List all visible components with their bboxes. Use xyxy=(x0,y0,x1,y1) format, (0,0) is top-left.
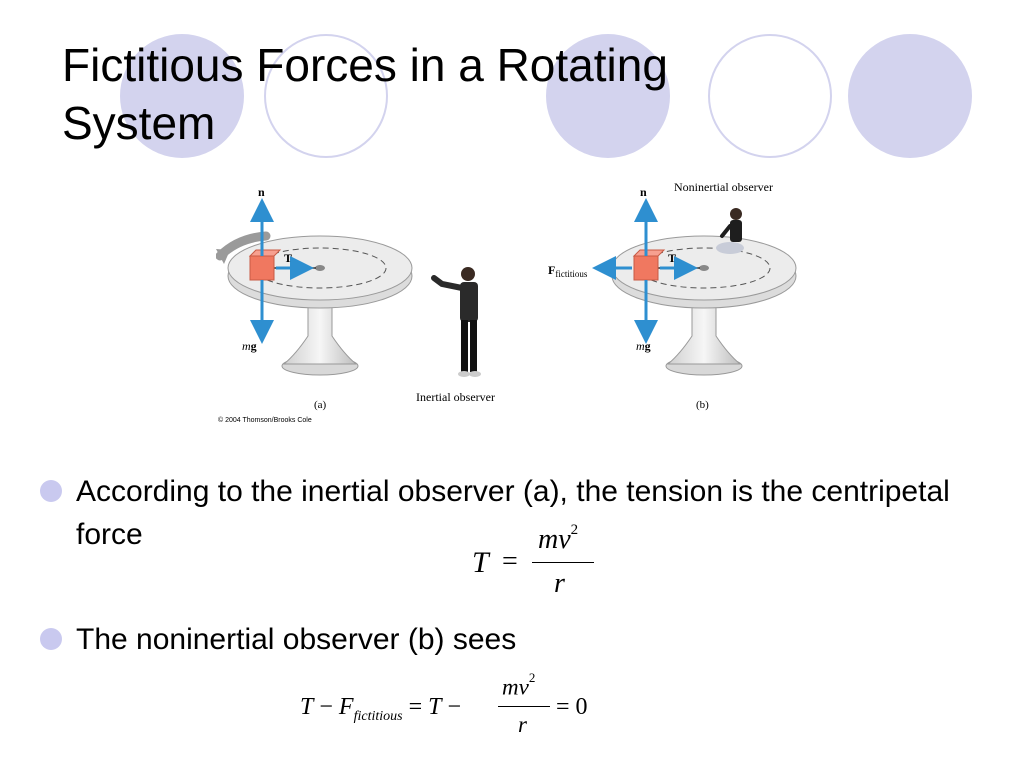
copyright-text: © 2004 Thomson/Brooks Cole xyxy=(218,416,312,424)
bullet-item-2: The noninertial observer (b) sees xyxy=(40,618,990,664)
panel-b: n T mg Ffictitious Noninertial observer … xyxy=(548,180,797,411)
bullet-text-2: The noninertial observer (b) sees xyxy=(76,623,517,656)
decorative-circle-5 xyxy=(848,34,972,158)
eq1-lhs: T xyxy=(472,546,489,579)
figure-svg: n T mg Inertial observer (a) xyxy=(216,180,797,424)
eq1-denominator: r xyxy=(554,568,565,599)
slide-title: Fictitious Forces in a Rotating System xyxy=(62,39,668,149)
label-mg-a: mg xyxy=(242,339,257,353)
inertial-observer-person xyxy=(431,267,481,377)
label-t-a: T xyxy=(284,251,292,265)
label-t-b: T xyxy=(668,251,676,265)
noninertial-observer-label: Noninertial observer xyxy=(674,180,773,194)
turntable-b-stem xyxy=(666,295,742,365)
eq2-right-side: = 0 xyxy=(556,694,588,720)
eq1-fraction-bar xyxy=(532,562,594,563)
bullet-dot-icon xyxy=(40,480,62,502)
equation-centripetal: T = mv2 r xyxy=(472,521,602,604)
eq1-numerator: mv2 xyxy=(538,521,579,555)
eq2-left-side: T − Ffictitious = T − xyxy=(300,694,462,724)
equation-fictitious: T − Ffictitious = T − mv2 r = 0 xyxy=(300,670,610,750)
eq2-numerator: mv2 xyxy=(502,670,536,700)
bullet-dot-icon xyxy=(40,628,62,650)
decorative-circle-1 xyxy=(120,34,244,158)
decorative-circle-4 xyxy=(708,34,832,158)
turntable-a-stem xyxy=(282,295,358,365)
panel-b-label: (b) xyxy=(696,399,709,411)
eq2-fraction-bar xyxy=(498,706,550,707)
label-f-fictitious: Ffictitious xyxy=(548,263,588,279)
decorative-circle-2 xyxy=(264,34,388,158)
label-mg-b: mg xyxy=(636,339,651,353)
block-a xyxy=(249,255,275,281)
panel-a: n T mg Inertial observer (a) xyxy=(216,185,495,411)
block-b xyxy=(633,255,659,281)
label-n-a: n xyxy=(258,185,265,199)
panel-a-label: (a) xyxy=(314,399,327,411)
eq2-denominator: r xyxy=(518,712,527,737)
bullet-text-1: According to the inertial observer (a), … xyxy=(76,475,950,551)
inertial-observer-label: Inertial observer xyxy=(416,390,495,404)
rotating-system-figure: n T mg Inertial observer (a) xyxy=(216,176,812,428)
noninertial-observer-person xyxy=(716,208,744,254)
bullet-item-1: According to the inertial observer (a), … xyxy=(40,470,990,560)
decorative-circle-3 xyxy=(546,34,670,158)
label-n-b: n xyxy=(640,185,647,199)
eq1-equals: = xyxy=(502,546,518,577)
